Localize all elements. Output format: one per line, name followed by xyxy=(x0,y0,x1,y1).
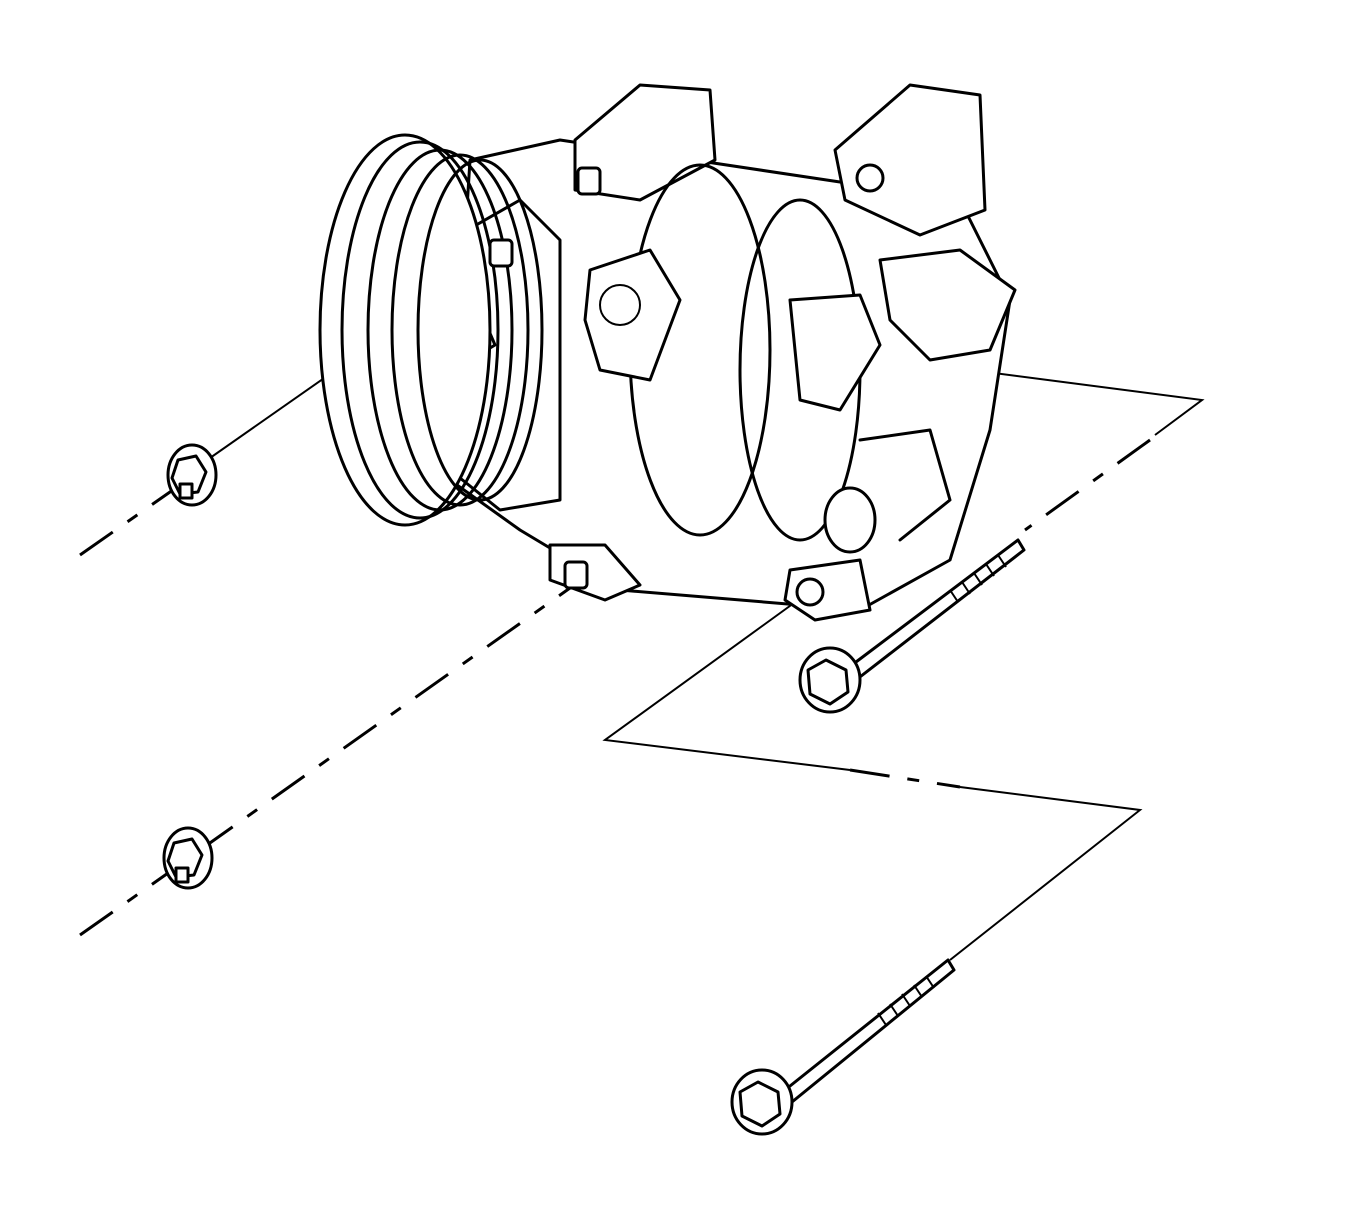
studs xyxy=(488,166,602,590)
stud-left xyxy=(488,238,514,268)
port-fitting xyxy=(583,248,682,382)
pulley xyxy=(318,133,544,527)
bolt-upper xyxy=(798,538,1026,714)
bolt-lower xyxy=(730,958,956,1136)
nut-upper xyxy=(166,443,218,507)
rear-port xyxy=(788,293,882,412)
stud-top xyxy=(576,166,602,196)
mount-bracket-top-right xyxy=(833,83,987,237)
compressor-body xyxy=(443,83,1017,622)
nut-lower xyxy=(162,826,214,890)
connector xyxy=(823,486,877,554)
stud-bottom xyxy=(563,560,589,590)
